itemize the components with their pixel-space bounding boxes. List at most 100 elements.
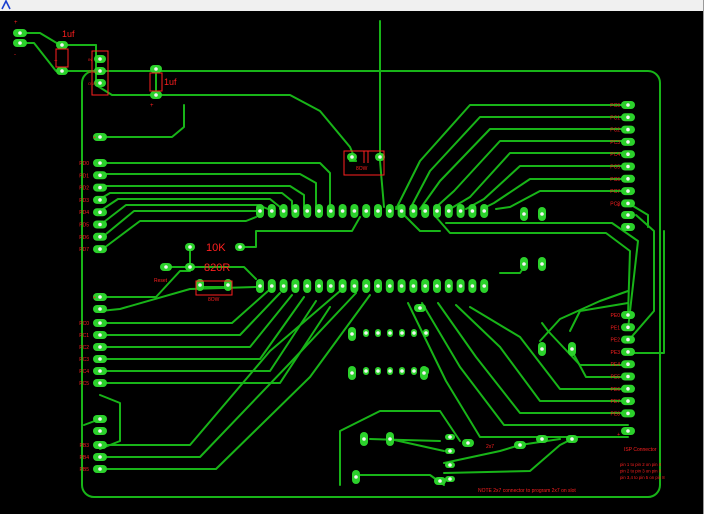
drill-hole <box>188 265 192 269</box>
drill-hole <box>399 284 404 288</box>
header-pin-label: PD1 <box>79 173 89 179</box>
drill-hole <box>482 284 487 288</box>
drill-hole <box>522 212 526 216</box>
drill-hole <box>399 209 404 213</box>
drill-hole <box>376 209 380 213</box>
drill-hole <box>626 429 630 433</box>
reg-pin-label: IN <box>88 57 92 62</box>
drill-hole <box>98 429 102 433</box>
crystal-outline <box>195 280 233 296</box>
header-plus: + <box>617 432 620 438</box>
drill-hole <box>198 283 202 287</box>
drill-hole <box>352 284 357 288</box>
drill-hole <box>470 284 475 288</box>
jumper-label: 2x7 <box>486 444 494 450</box>
resistor-820r-label: 820R <box>204 262 230 274</box>
cap-plus: + <box>150 103 154 109</box>
header-pin-label: PD5 <box>79 223 89 229</box>
pads <box>13 29 635 485</box>
header-pin-label: PC8 <box>610 201 620 207</box>
drill-hole <box>98 467 102 471</box>
drill-hole <box>98 307 102 311</box>
drill-hole <box>626 325 630 330</box>
drill-hole <box>411 284 416 288</box>
app-icon <box>1 0 11 10</box>
drill-hole <box>281 284 286 288</box>
header-pin-label: PB4 <box>80 455 90 461</box>
header-pin-label: PB3 <box>80 443 90 449</box>
drill-hole <box>98 69 102 73</box>
drill-hole <box>270 284 274 288</box>
header-pin-label: PC4 <box>79 369 89 375</box>
drill-hole <box>340 284 345 288</box>
header-pin-label: PC6 <box>610 177 620 183</box>
drill-hole <box>388 209 392 213</box>
drill-hole <box>60 43 64 47</box>
header-pin-label: PC3 <box>610 140 620 146</box>
drill-hole <box>98 369 102 373</box>
drill-hole <box>350 332 354 336</box>
header-pin-label: PE0 <box>611 313 621 319</box>
drill-hole <box>435 209 439 213</box>
drill-hole <box>352 209 357 213</box>
drill-hole <box>364 209 369 213</box>
drill-hole <box>388 437 392 441</box>
drill-hole <box>423 209 428 213</box>
drill-hole <box>448 435 452 439</box>
drill-hole <box>626 350 630 354</box>
drill-hole <box>98 321 102 325</box>
header-pin-label: PE5 <box>611 375 621 381</box>
drill-hole <box>522 262 526 266</box>
cap-outline <box>149 72 163 92</box>
drill-hole <box>354 475 358 479</box>
board-outline <box>81 70 661 498</box>
drill-hole <box>98 57 102 61</box>
drill-hole <box>626 115 630 120</box>
drill-hole <box>18 41 22 45</box>
drill-hole <box>540 212 544 216</box>
drill-hole <box>540 437 544 441</box>
header-pin-label: PE6 <box>611 387 621 393</box>
drill-hole <box>626 177 630 181</box>
drill-hole <box>329 284 333 288</box>
cap-label: 1uf <box>164 77 177 87</box>
drill-hole <box>626 213 630 217</box>
drill-hole <box>293 209 298 213</box>
drill-hole <box>540 347 544 351</box>
drill-hole <box>570 437 574 441</box>
drill-hole <box>350 155 354 159</box>
drill-hole <box>400 331 404 335</box>
drill-hole <box>626 337 630 342</box>
drill-hole <box>438 479 442 483</box>
drill-hole <box>412 369 416 373</box>
window-frame-right <box>704 0 714 514</box>
cap-plus: + <box>54 59 58 65</box>
drill-hole <box>154 93 158 97</box>
drill-hole <box>258 284 262 288</box>
drill-hole <box>376 284 380 288</box>
drill-hole <box>626 399 630 403</box>
drill-hole <box>626 387 630 391</box>
crystal-value: 8OW <box>356 166 368 172</box>
drill-hole <box>400 369 404 373</box>
isp-note-line: pin 2 to pin 3 on pin 8 <box>620 468 662 473</box>
drill-hole <box>364 284 369 288</box>
drill-hole <box>98 161 102 165</box>
drill-hole <box>305 284 310 288</box>
drill-hole <box>466 441 470 445</box>
drill-hole <box>422 371 426 375</box>
programming-note: NOTE 2x7 connector to program 2x7 on slo… <box>478 488 576 494</box>
drill-hole <box>364 331 368 335</box>
header-pin-label: PE8 <box>611 411 621 417</box>
drill-hole <box>376 369 380 373</box>
header-pin-label: PC0 <box>79 321 89 327</box>
drill-hole <box>188 245 192 249</box>
drill-hole <box>270 209 274 213</box>
header-pin-label: PD4 <box>79 210 89 216</box>
resistor-10k-label: 10K <box>206 242 226 254</box>
drill-hole <box>362 437 366 441</box>
crystal-value: 8OW <box>208 297 220 303</box>
drill-hole <box>98 173 102 178</box>
header-plus: + <box>93 135 96 141</box>
